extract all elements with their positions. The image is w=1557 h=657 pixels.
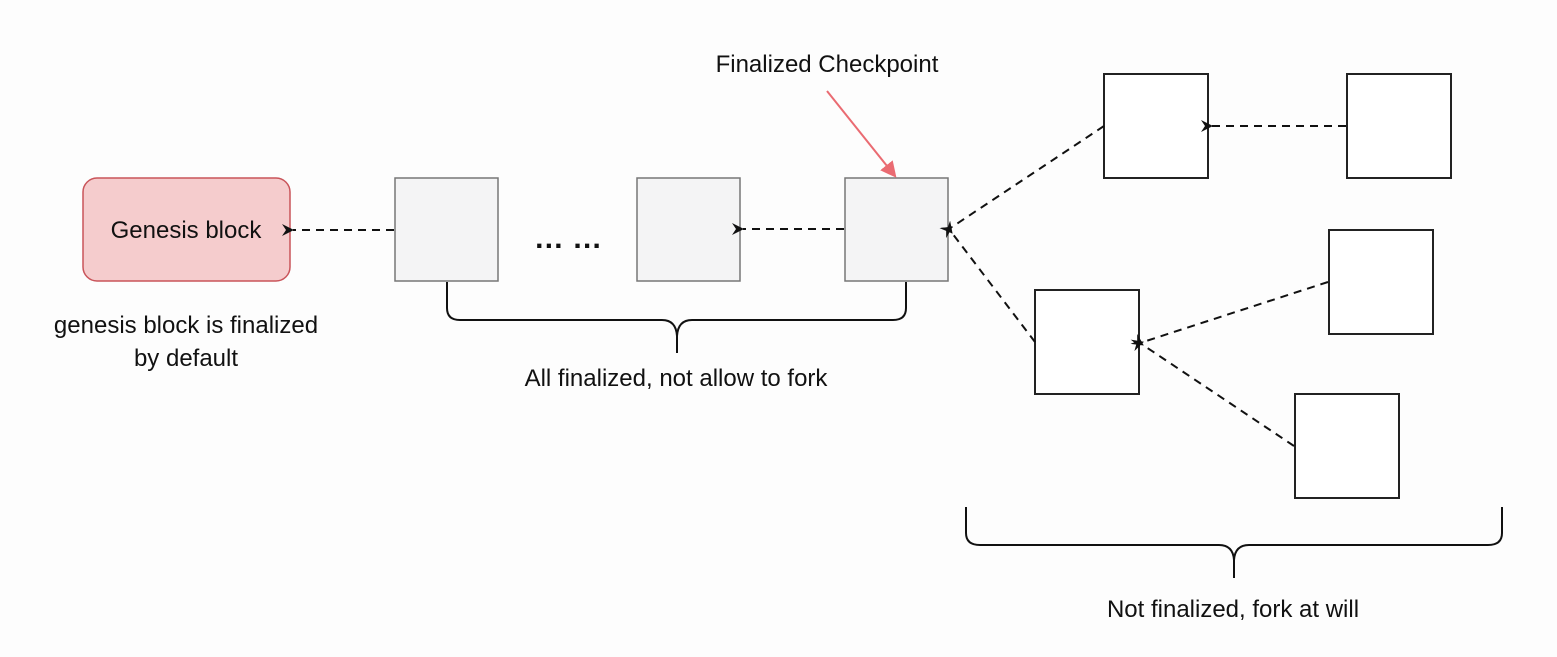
edge-a1-to-checkpoint xyxy=(939,125,1105,239)
genesis-caption-line2: by default xyxy=(134,345,238,372)
unfinalized-brace xyxy=(965,507,1503,561)
unfinalized-block-b3 xyxy=(1294,393,1400,499)
checkpoint-pointer-arrow xyxy=(826,90,897,178)
genesis-block: Genesis block xyxy=(82,177,291,282)
finalized-checkpoint-block xyxy=(844,177,949,282)
genesis-caption-line1: genesis block is finalized xyxy=(54,312,318,339)
unfinalized-block-a2 xyxy=(1346,73,1452,179)
finalized-checkpoint-label: Finalized Checkpoint xyxy=(716,51,939,78)
unfinalized-brace-label: Not finalized, fork at will xyxy=(1107,596,1359,623)
genesis-block-label: Genesis block xyxy=(111,217,263,244)
finalized-block-1 xyxy=(394,177,499,282)
finalized-brace xyxy=(446,282,907,337)
edge-b3-to-b1 xyxy=(1130,333,1295,447)
finalized-brace-label: All finalized, not allow to fork xyxy=(525,365,829,392)
ellipsis: … … xyxy=(534,222,602,255)
unfinalized-block-b1 xyxy=(1034,289,1140,395)
unfinalized-block-a1 xyxy=(1103,73,1209,179)
unfinalized-block-b2 xyxy=(1328,229,1434,335)
edge-b2-to-b1 xyxy=(1130,281,1329,352)
finalized-block-2 xyxy=(636,177,741,282)
edge-b1-to-checkpoint xyxy=(940,220,1036,343)
